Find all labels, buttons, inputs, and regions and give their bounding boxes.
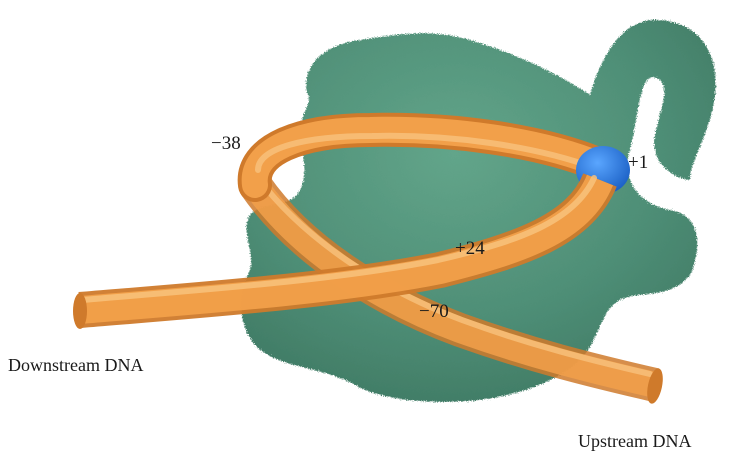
downstream-dna-label: Downstream DNA: [8, 356, 143, 374]
position-label-plus1: +1: [628, 153, 648, 172]
position-label-plus24: +24: [455, 239, 485, 258]
upstream-dna-label: Upstream DNA: [578, 432, 691, 450]
position-label-minus70: −70: [419, 302, 449, 321]
position-label-minus38: −38: [211, 134, 241, 153]
